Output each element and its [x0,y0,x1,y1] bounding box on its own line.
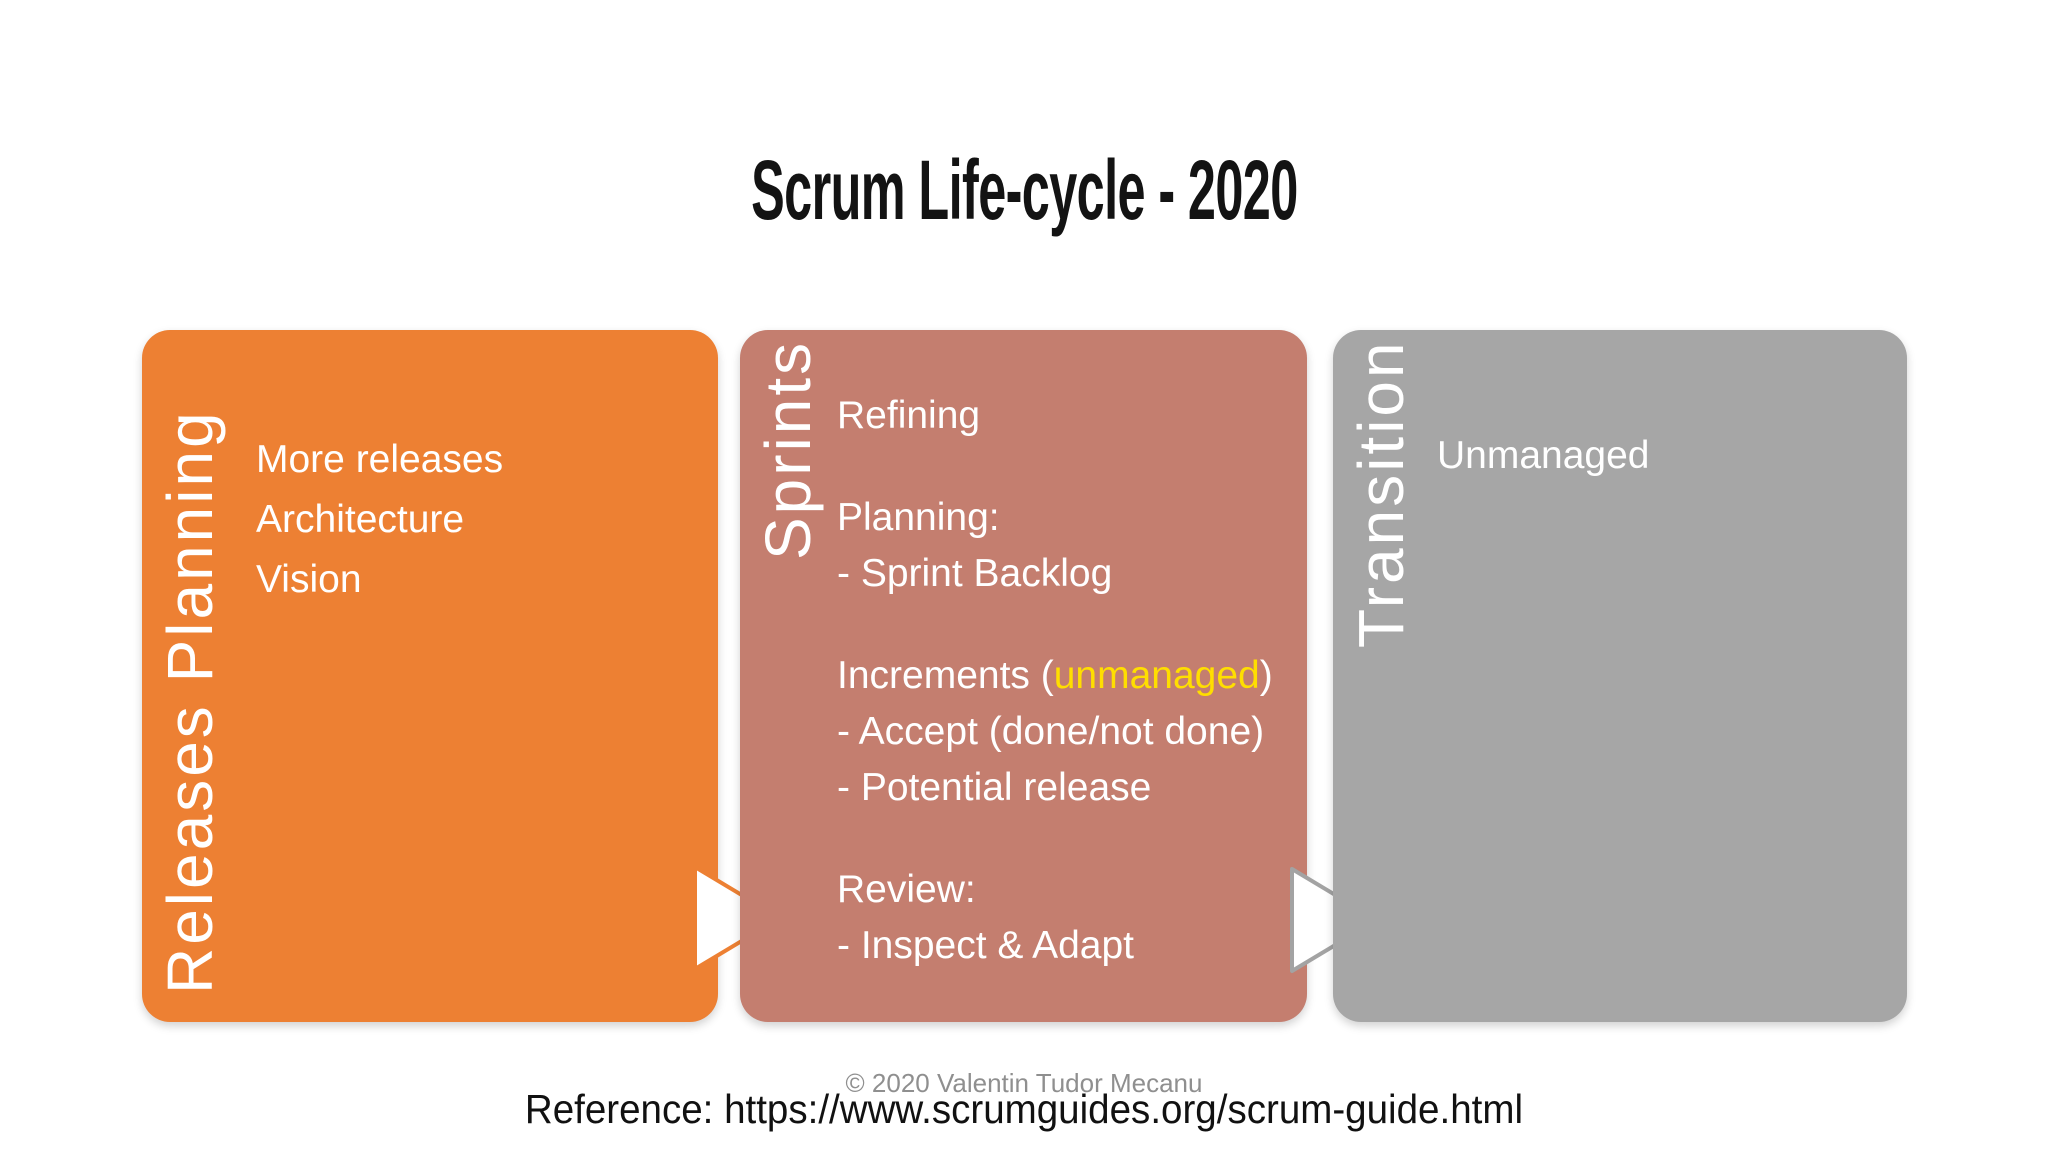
spacer [837,602,1273,648]
increments-suffix: ) [1259,654,1273,697]
page-title: Scrum Life-cycle - 2020 [0,142,2048,239]
spacer [837,816,1273,862]
stage-label-sprints: Sprints [752,339,824,560]
list-item: - Sprint Backlog [837,552,1113,595]
stage-content-releases-planning: More releases Architecture Vision [256,430,503,610]
list-item: More releases [256,438,504,481]
stage-content-sprints: Refining Planning: - Sprint Backlog Incr… [837,388,1273,974]
list-item: Planning: [837,496,1000,539]
list-item: Refining [837,394,981,437]
stage-label-releases-planning: Releases Planning [154,409,226,994]
list-item: - Potential release [837,766,1152,809]
list-item: Architecture [256,498,465,541]
list-item-increments: Increments (unmanaged) [837,648,1273,704]
page-title-text: Scrum Life-cycle - 2020 [750,143,1298,237]
copyright-watermark: © 2020 Valentin Tudor Mecanu [845,1068,1203,1098]
list-item: Review: [837,868,976,911]
stage-content-transition: Unmanaged [1437,426,1649,486]
spacer [837,444,1273,490]
list-item: - Accept (done/not done) [837,710,1265,753]
stage-box-sprints: Sprints Refining Planning: - Sprint Back… [740,330,1307,1022]
list-item: Unmanaged [1437,434,1650,477]
reference-text: Reference: https://www.scrumguides.org/s… [0,1086,2048,1133]
stage-label-transition: Transition [1345,339,1417,648]
list-item: - Inspect & Adapt [837,924,1135,967]
stage-box-transition: Transition Unmanaged [1333,330,1907,1022]
increments-highlight: unmanaged [1053,654,1260,697]
reference-text-inner: Reference: https://www.scrumguides.org/s… [524,1086,1524,1132]
list-item: Vision [256,558,362,601]
increments-prefix: Increments ( [837,654,1054,697]
stage-box-releases-planning: Releases Planning More releases Architec… [142,330,718,1022]
flow-arrow-icon [693,865,782,971]
